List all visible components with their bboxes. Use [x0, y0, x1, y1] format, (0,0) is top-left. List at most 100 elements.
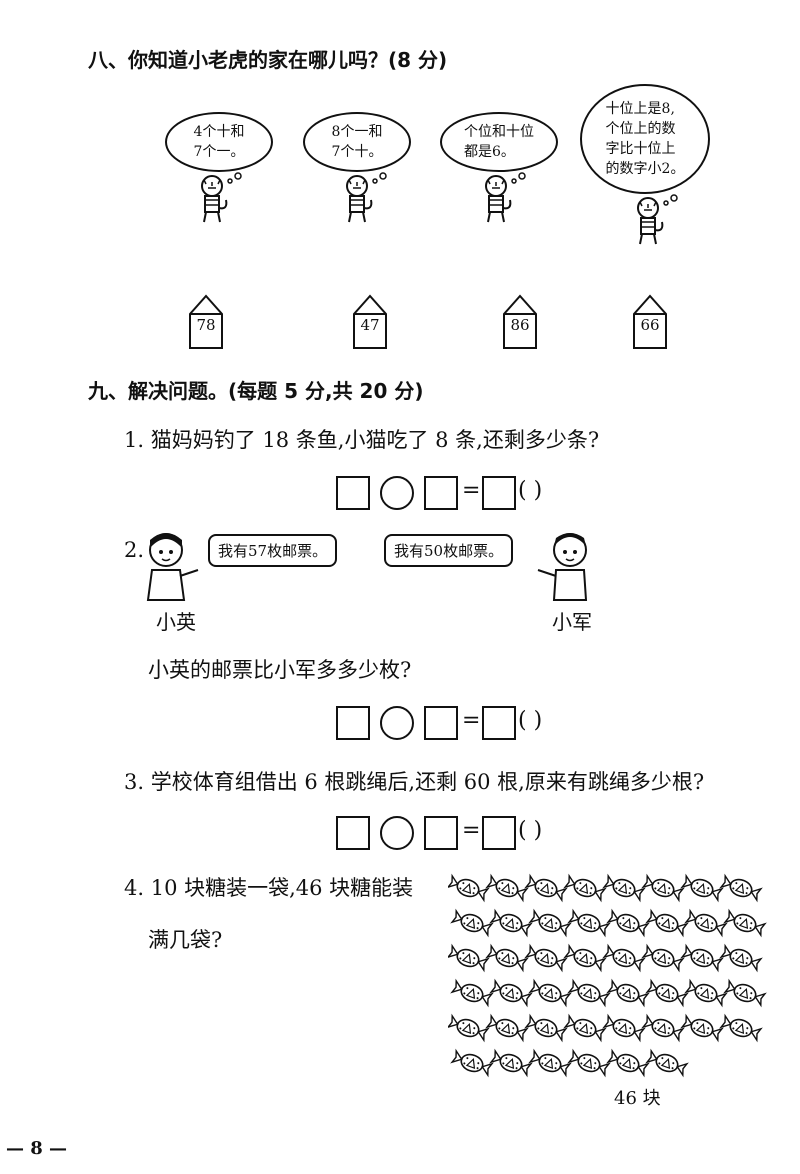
unit-parentheses[interactable]: ( ): [518, 478, 543, 503]
candy-icon: [641, 873, 685, 903]
equals-sign: =: [462, 708, 481, 733]
candy-icon: [489, 908, 533, 938]
candy-icon: [485, 1013, 529, 1043]
candy-icon: [450, 1048, 494, 1078]
candy-icon: [684, 908, 728, 938]
candy-icon: [645, 908, 689, 938]
house-icon: [633, 294, 667, 349]
tiger-icon: [346, 172, 387, 223]
candy-icon: [567, 978, 611, 1008]
equation-3: = ( ): [336, 816, 596, 850]
candy-icon: [719, 1013, 763, 1043]
candy-icon: [567, 1048, 611, 1078]
candy-icon: [485, 943, 529, 973]
boy-icon: [537, 533, 588, 601]
answer-box[interactable]: [336, 816, 370, 850]
candy-icon: [723, 908, 767, 938]
candy-icon: [719, 873, 763, 903]
answer-box[interactable]: [482, 816, 516, 850]
section-9-title: 九、解决问题。(每题 5 分,共 20 分): [88, 379, 424, 403]
page-number: — 8 —: [6, 1138, 68, 1159]
candy-icon: [684, 978, 728, 1008]
house-icon: [503, 294, 537, 349]
candy-icon: [450, 978, 494, 1008]
operator-circle[interactable]: [380, 706, 414, 740]
tiger-bubble-2: 8个一和 7个十。: [303, 112, 411, 172]
answer-box[interactable]: [424, 706, 458, 740]
equals-sign: =: [462, 818, 481, 843]
answer-box[interactable]: [336, 706, 370, 740]
answer-box[interactable]: [482, 706, 516, 740]
answer-box[interactable]: [424, 816, 458, 850]
house-number: 47: [360, 316, 380, 334]
house-icon: [353, 294, 387, 349]
candy-icon: [563, 943, 607, 973]
candy-icon: [450, 908, 494, 938]
unit-parentheses[interactable]: ( ): [518, 818, 543, 843]
candy-icon: [524, 943, 568, 973]
name-label-right: 小军: [552, 610, 592, 634]
question-4-line-1: 4. 10 块糖装一袋,46 块糖能装: [124, 876, 414, 900]
candy-icon: [641, 943, 685, 973]
speech-bubble-right: 我有50枚邮票。: [384, 534, 514, 567]
candy-icon: [567, 908, 611, 938]
candy-icon: [645, 978, 689, 1008]
candy-icon: [602, 943, 646, 973]
question-2: 小英的邮票比小军多多少枚?: [148, 658, 412, 682]
question-2-number: 2.: [124, 538, 145, 562]
candy-icon: [524, 1013, 568, 1043]
tiger-bubble-3: 个位和十位 都是6。: [440, 112, 558, 172]
operator-circle[interactable]: [380, 816, 414, 850]
candy-icon: [602, 1013, 646, 1043]
candy-count-label: 46 块: [614, 1088, 661, 1109]
candy-icon: [448, 1013, 490, 1043]
candy-icon: [680, 943, 724, 973]
question-4-line-2: 满几袋?: [148, 928, 223, 952]
equals-sign: =: [462, 478, 481, 503]
tiger-bubble-4: 十位上是8, 个位上的数 字比十位上 的数字小2。: [580, 84, 710, 194]
candy-icon: [602, 873, 646, 903]
house-number: 78: [196, 316, 216, 334]
candy-icon: [489, 978, 533, 1008]
question-1: 1. 猫妈妈钓了 18 条鱼,小猫吃了 8 条,还剩多少条?: [124, 428, 600, 452]
candy-icon: [680, 873, 724, 903]
candy-icon: [563, 1013, 607, 1043]
candy-icon: [723, 978, 767, 1008]
answer-box[interactable]: [424, 476, 458, 510]
unit-parentheses[interactable]: ( ): [518, 708, 543, 733]
question-3: 3. 学校体育组借出 6 根跳绳后,还剩 60 根,原来有跳绳多少根?: [124, 770, 705, 794]
house-number: 86: [510, 316, 530, 334]
house: 66: [632, 294, 668, 350]
operator-circle[interactable]: [380, 476, 414, 510]
answer-box[interactable]: [482, 476, 516, 510]
candy-icon: [645, 1048, 689, 1078]
candy-icon: [680, 1013, 724, 1043]
candy-icon: [489, 1048, 533, 1078]
candy-grid: [448, 873, 767, 1078]
name-label-left: 小英: [156, 610, 196, 634]
house: 86: [502, 294, 538, 350]
house-number: 66: [640, 316, 660, 334]
candy-icon: [606, 1048, 650, 1078]
equation-1: = ( ): [336, 476, 596, 510]
tiger-icon: [201, 172, 242, 223]
answer-box[interactable]: [336, 476, 370, 510]
candy-icon: [606, 908, 650, 938]
candy-icon: [606, 978, 650, 1008]
candy-icon: [528, 1048, 572, 1078]
candy-icon: [641, 1013, 685, 1043]
speech-bubble-left: 我有57枚邮票。: [208, 534, 338, 567]
house: 78: [188, 294, 224, 350]
candy-icon: [528, 908, 572, 938]
candy-icon: [524, 873, 568, 903]
tiger-icon: [485, 172, 526, 223]
candy-icon: [485, 873, 529, 903]
section-8-title: 八、你知道小老虎的家在哪儿吗？(8 分): [88, 48, 448, 72]
candy-icon: [719, 943, 763, 973]
girl-icon: [146, 533, 199, 601]
house: 47: [352, 294, 388, 350]
equation-2: = ( ): [336, 706, 596, 740]
tiger-icon: [637, 194, 678, 245]
candy-icon: [448, 943, 490, 973]
candy-icon: [448, 873, 490, 903]
